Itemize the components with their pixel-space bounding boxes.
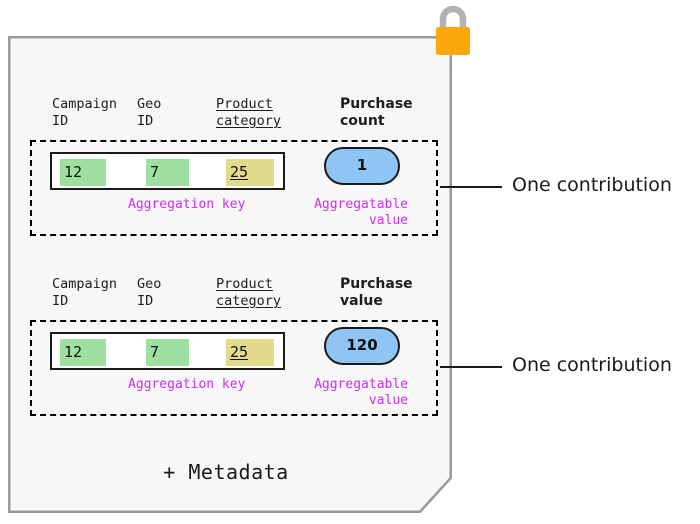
contribution-boundary-1: 12 7 25 1 Aggregation key Aggregatable v… bbox=[30, 140, 438, 236]
aggregation-key-box-1: 12 7 25 bbox=[50, 152, 285, 190]
header-campaign-id: Campaign ID bbox=[52, 96, 118, 129]
leader-line-2 bbox=[440, 366, 502, 368]
header-geo-id: Geo ID bbox=[137, 96, 162, 129]
header-metric-purchase-count: Purchase count bbox=[340, 96, 413, 129]
contribution-boundary-2: 12 7 25 120 Aggregation key Aggregatable… bbox=[30, 320, 438, 416]
caption-aggregation-key-1: Aggregation key bbox=[128, 197, 246, 212]
padlock-icon bbox=[436, 5, 470, 55]
side-label-contribution-2: One contribution bbox=[512, 354, 672, 376]
key-cell-product-category: 25 bbox=[226, 159, 274, 186]
header-campaign-id: Campaign ID bbox=[52, 276, 118, 309]
header-geo-id: Geo ID bbox=[137, 276, 162, 309]
key-cell-campaign-id: 12 bbox=[60, 339, 106, 366]
caption-aggregation-key-2: Aggregation key bbox=[128, 377, 246, 392]
key-cell-campaign-id: 12 bbox=[60, 159, 106, 186]
key-cell-geo-id: 7 bbox=[146, 159, 189, 186]
aggregation-key-box-2: 12 7 25 bbox=[50, 332, 285, 370]
key-cell-geo-id: 7 bbox=[146, 339, 189, 366]
header-product-category: Product category bbox=[216, 96, 282, 129]
column-headers-2: Campaign ID Geo ID Product category Purc… bbox=[30, 272, 438, 320]
key-cell-product-category-value: 25 bbox=[230, 163, 249, 181]
key-cell-product-category-value: 25 bbox=[230, 343, 249, 361]
caption-aggregatable-value-2: Aggregatable value bbox=[314, 377, 408, 408]
metadata-label: + Metadata bbox=[163, 460, 289, 484]
header-metric-purchase-value: Purchase value bbox=[340, 276, 413, 309]
contribution-block-2: Campaign ID Geo ID Product category Purc… bbox=[30, 272, 438, 416]
header-product-category: Product category bbox=[216, 276, 282, 309]
caption-aggregatable-value-1: Aggregatable value bbox=[314, 197, 408, 228]
contribution-block-1: Campaign ID Geo ID Product category Purc… bbox=[30, 92, 438, 236]
leader-line-1 bbox=[440, 186, 502, 188]
aggregatable-value-pill-1: 1 bbox=[324, 147, 400, 185]
column-headers-1: Campaign ID Geo ID Product category Purc… bbox=[30, 92, 438, 140]
aggregatable-value-pill-2: 120 bbox=[324, 327, 400, 365]
key-cell-product-category: 25 bbox=[226, 339, 274, 366]
side-label-contribution-1: One contribution bbox=[512, 174, 672, 196]
metadata-note: + Metadata bbox=[0, 460, 452, 484]
